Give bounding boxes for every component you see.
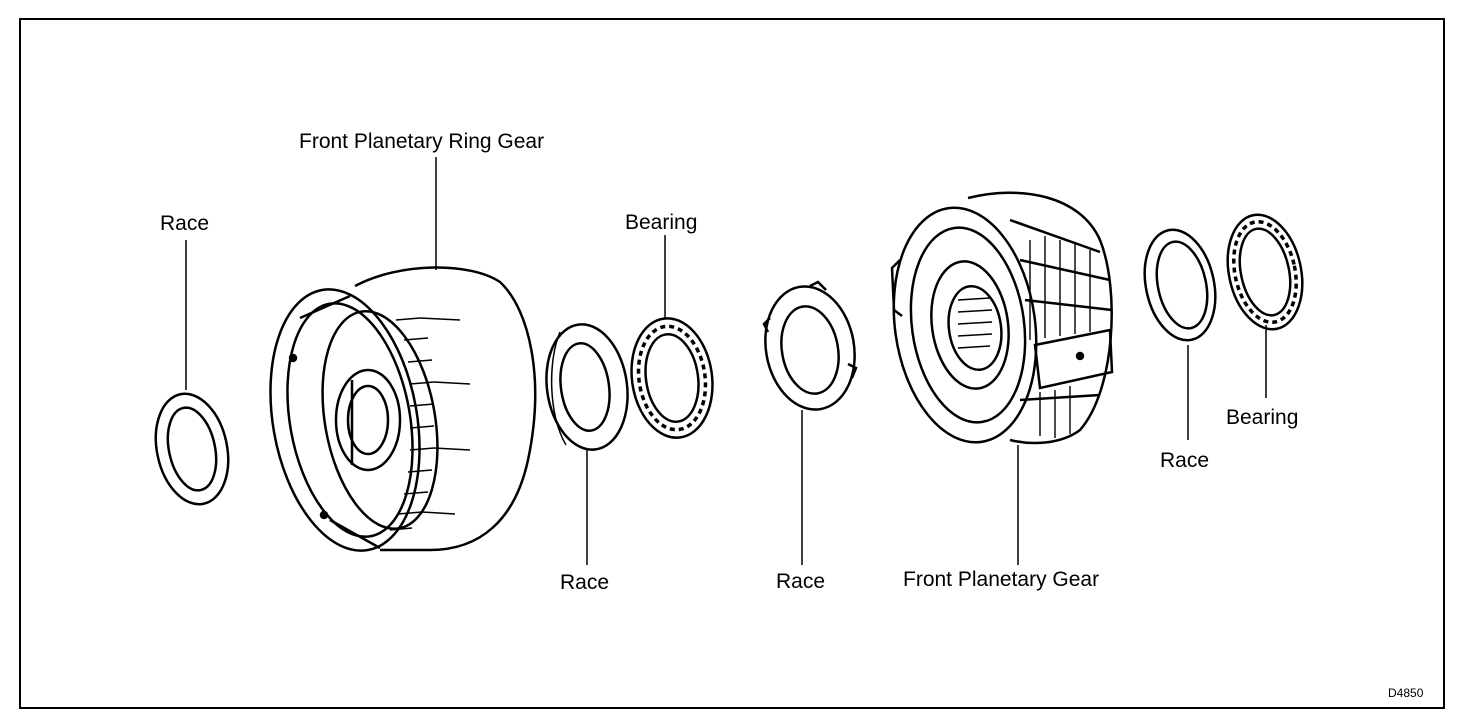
race-4-part: [1143, 228, 1217, 342]
race-1-part: [154, 392, 230, 506]
race-2-label: Race: [560, 571, 610, 594]
ring-gear-part: [269, 266, 537, 552]
bearing-1-part: [630, 317, 714, 439]
planetary-gear-label: Front Planetary Gear: [903, 568, 1100, 591]
leader-lines: [185, 157, 1267, 565]
race-3-label: Race: [776, 570, 826, 593]
bearing-2-label: Bearing: [1226, 406, 1299, 429]
race-4-label: Race: [1160, 449, 1210, 472]
ring-gear-label: Front Planetary Ring Gear: [299, 130, 545, 153]
planetary-gear-part: [890, 191, 1114, 445]
figure-code: D4850: [1388, 686, 1424, 700]
race-1-label: Race: [160, 212, 210, 235]
race-3-part: [762, 280, 858, 411]
bearing-2-part: [1226, 213, 1304, 331]
race-2-part: [545, 323, 629, 451]
diagram-frame: [19, 18, 1445, 709]
bearing-1-label: Bearing: [625, 211, 698, 234]
